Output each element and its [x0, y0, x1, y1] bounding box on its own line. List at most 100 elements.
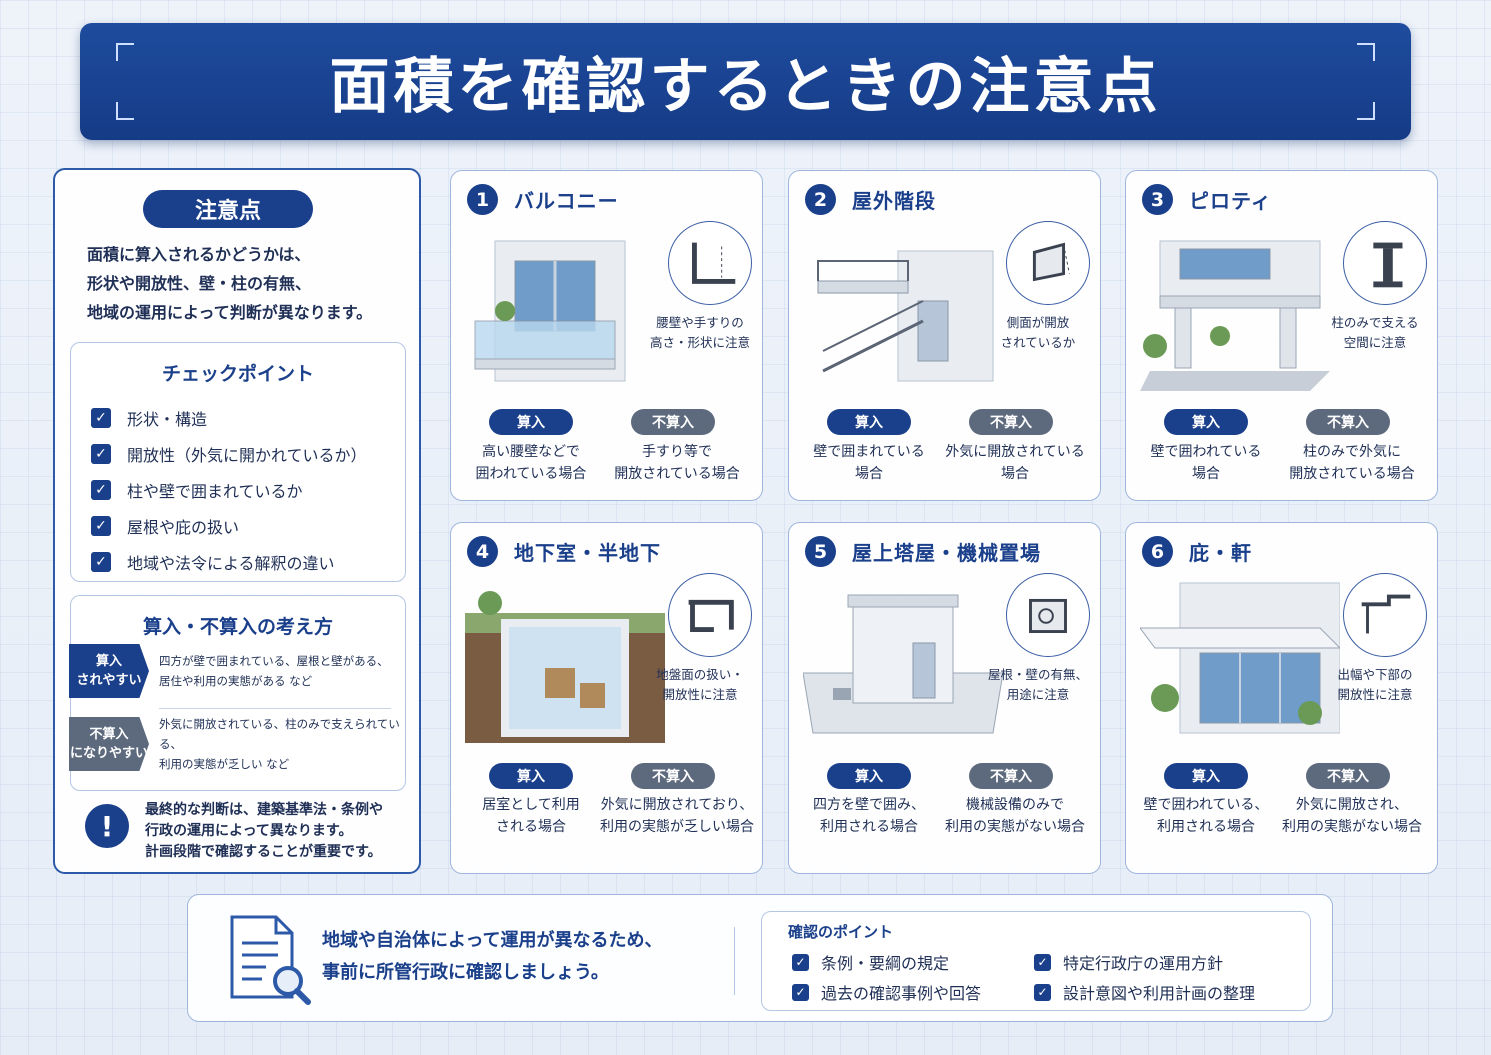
building-illustration — [1140, 582, 1340, 734]
building-illustration — [803, 594, 1003, 734]
included-badge: 算入 — [1164, 409, 1248, 435]
building-illustration — [817, 250, 994, 382]
card-title: ピロティ — [1189, 189, 1272, 213]
included-badge: 算入 — [489, 409, 573, 435]
included-tag: 算入 されやすい — [69, 644, 149, 698]
eave-icon — [1343, 573, 1427, 657]
excluded-description: 外気に開放されており、利用の実態が乏しい場合 — [600, 797, 754, 835]
notice-text: 最終的な判断は、建築基準法・条例や 行政の運用によって異なります。 計画段階で確… — [145, 802, 383, 860]
included-description: 高い腰壁などで囲われている場合 — [475, 444, 587, 482]
included-badge: 算入 — [827, 409, 911, 435]
card-title: 地下室・半地下 — [514, 541, 661, 565]
included-description: 壁で囲われている、利用される場合 — [1143, 797, 1269, 835]
included-badge: 算入 — [489, 763, 573, 789]
notes-pill-title: 注意点 — [143, 190, 313, 228]
confirm-item: ✓過去の確認事例や回答 — [792, 980, 981, 1004]
divider — [159, 708, 391, 709]
machine-box-icon — [1006, 573, 1090, 657]
basement-section-icon — [668, 573, 752, 657]
icon-caption: 腰壁や手すりの高さ・形状に注意 — [649, 315, 750, 350]
icon-caption: 柱のみで支える空間に注意 — [1331, 315, 1419, 350]
corner-mark — [116, 43, 134, 61]
checkbox-icon: ✓ — [91, 408, 111, 428]
checkpoint-item: ✓地域や法令による解釈の違い — [91, 544, 405, 580]
excluded-tag: 不算入 になりやすい — [69, 717, 149, 771]
confirm-item: ✓条例・要綱の規定 — [792, 950, 949, 974]
checkpoint-item: ✓開放性（外気に開かれているか） — [91, 436, 405, 472]
notes-panel: 注意点 面積に算入されるかどうかは、 形状や開放性、壁・柱の有無、 地域の運用に… — [53, 168, 421, 874]
building-illustration — [465, 591, 665, 743]
excluded-badge: 不算入 — [969, 409, 1053, 435]
column-icon — [1343, 221, 1427, 305]
checkpoint-item: ✓形状・構造 — [91, 400, 405, 436]
checkbox-icon: ✓ — [1034, 953, 1051, 971]
excluded-badge: 不算入 — [631, 409, 715, 435]
intro-text: 面積に算入されるかどうかは、 形状や開放性、壁・柱の有無、 地域の運用によって判… — [87, 245, 373, 322]
excluded-badge: 不算入 — [631, 763, 715, 789]
icon-caption: 出幅や下部の開放性に注意 — [1337, 667, 1413, 702]
document-search-icon — [230, 915, 311, 1005]
card-header: 4 地下室・半地下 — [467, 536, 661, 567]
page-title: 面積を確認するときの注意点 — [329, 52, 1162, 122]
thinking-title: 算入・不算入の考え方 — [142, 616, 333, 638]
card-number: 2 — [805, 184, 836, 215]
checkpoint-title: チェックポイント — [161, 363, 314, 385]
checkpoint-item: ✓柱や壁で囲まれているか — [91, 472, 405, 508]
confirm-item: ✓設計意図や利用計画の整理 — [1034, 980, 1255, 1004]
bottom-message: 地域や自治体によって運用が異なるため、 事前に所管行政に確認しましょう。 — [322, 930, 663, 983]
thinking-row-excluded: 不算入 になりやすい 外気に開放されている、柱のみで支えられている、 利用の実態… — [69, 714, 411, 774]
card-header: 1 バルコニー — [467, 184, 619, 215]
exclamation-icon: ! — [85, 804, 129, 848]
checkbox-icon: ✓ — [792, 953, 809, 971]
building-illustration — [474, 240, 626, 382]
excluded-description: 手すり等で開放されている場合 — [614, 444, 740, 482]
icon-caption: 屋根・壁の有無、用途に注意 — [987, 667, 1088, 702]
excluded-badge: 不算入 — [969, 763, 1053, 789]
bottom-panel: 地域や自治体によって運用が異なるため、 事前に所管行政に確認しましょう。 確認の… — [187, 894, 1333, 1022]
excluded-text: 外気に開放されている、柱のみで支えられている、 利用の実態が乏しい など — [159, 717, 400, 771]
corner-mark — [116, 102, 134, 120]
card-header: 2 屋外階段 — [805, 184, 936, 215]
thinking-row-included: 算入 されやすい 四方が壁で囲まれている、屋根と壁がある、 居住や利用の実態があ… — [69, 644, 411, 698]
excluded-description: 柱のみで外気に開放されている場合 — [1289, 444, 1415, 482]
checkbox-icon: ✓ — [792, 983, 809, 1001]
card-header: 3 ピロティ — [1142, 184, 1272, 215]
confirm-points-box: 確認のポイント ✓条例・要綱の規定 ✓特定行政庁の運用方針 ✓過去の確認事例や回… — [761, 911, 1311, 1011]
confirm-item: ✓特定行政庁の運用方針 — [1034, 950, 1223, 974]
final-notice: ! 最終的な判断は、建築基準法・条例や 行政の運用によって異なります。 計画段階… — [85, 800, 415, 863]
card-title: バルコニー — [514, 189, 619, 213]
card-title: 屋上塔屋・機械置場 — [852, 541, 1041, 565]
wall-height-icon — [668, 221, 752, 305]
excluded-badge: 不算入 — [1306, 763, 1390, 789]
excluded-description: 外気に開放され、利用の実態がない場合 — [1282, 797, 1422, 835]
title-banner: 面積を確認するときの注意点 — [80, 23, 1411, 140]
card-1: 1 バルコニー腰壁や手すりの高さ・形状に注意算入 不算入高い腰壁などで囲われている場… — [450, 170, 763, 501]
included-text: 四方が壁で囲まれている、屋根と壁がある、 居住や利用の実態がある など — [159, 654, 389, 688]
card-number: 4 — [467, 536, 498, 567]
checkpoint-list: ✓形状・構造 ✓開放性（外気に開かれているか） ✓柱や壁で囲まれているか ✓屋根… — [91, 400, 405, 580]
corner-mark — [1357, 43, 1375, 61]
inclusion-thinking-box: 算入・不算入の考え方 算入 されやすい 四方が壁で囲まれている、屋根と壁がある、… — [69, 595, 406, 791]
card-number: 3 — [1142, 184, 1173, 215]
checkbox-icon: ✓ — [91, 552, 111, 572]
card-number: 5 — [805, 536, 836, 567]
icon-caption: 地盤面の扱い・開放性に注意 — [656, 667, 744, 702]
excluded-description: 機械設備のみで利用の実態がない場合 — [945, 797, 1085, 835]
checkbox-icon: ✓ — [91, 480, 111, 500]
included-description: 四方を壁で囲み、利用される場合 — [813, 797, 925, 835]
card-title: 屋外階段 — [852, 189, 936, 213]
included-description: 壁で囲まれている場合 — [813, 444, 925, 482]
card-number: 1 — [467, 184, 498, 215]
building-illustration — [1140, 240, 1330, 391]
checkpoint-box: チェックポイント ✓形状・構造 ✓開放性（外気に開かれているか） ✓柱や壁で囲ま… — [70, 342, 406, 582]
divider — [734, 927, 735, 995]
checkbox-icon: ✓ — [91, 444, 111, 464]
checkbox-icon: ✓ — [1034, 983, 1051, 1001]
included-description: 居室として利用される場合 — [482, 797, 580, 835]
excluded-badge: 不算入 — [1306, 409, 1390, 435]
